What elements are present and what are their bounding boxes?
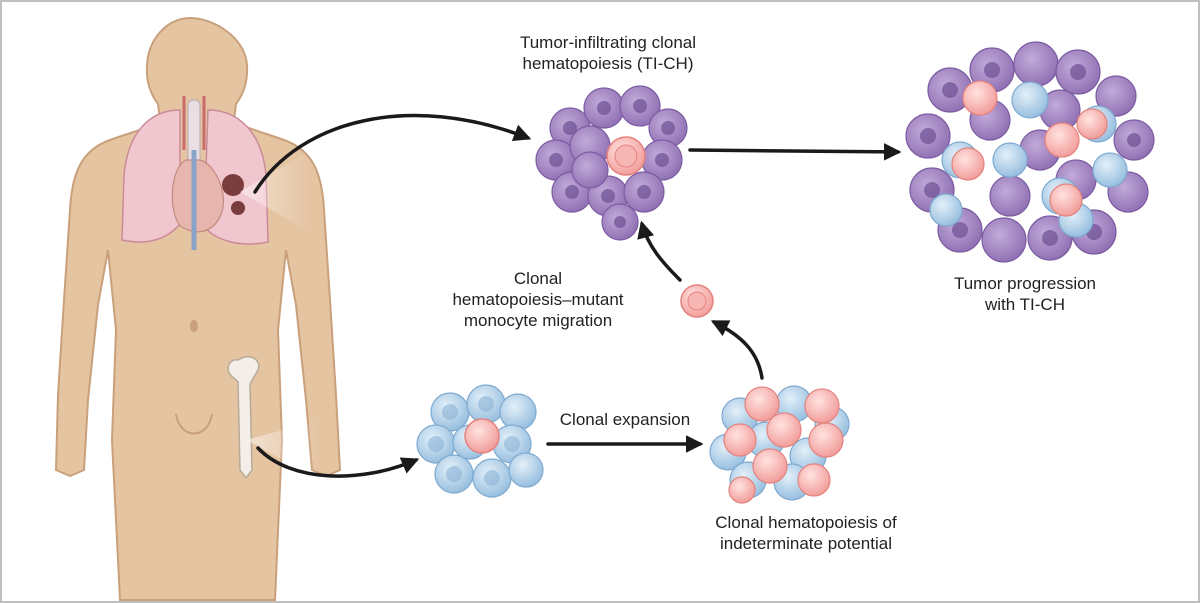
progression-cluster (905, 41, 1155, 263)
label-migration-line1: Clonal (513, 269, 563, 288)
arrows (253, 113, 902, 478)
arrow-to-progression (688, 143, 902, 161)
ti-ch-cluster (535, 85, 688, 241)
marrow-glow (246, 420, 320, 480)
right-lung (121, 109, 181, 243)
label-migration-line2: hematopoiesis–mutant (452, 290, 624, 309)
label-migration-line3: monocyte migration (463, 311, 613, 330)
label-ti-ch: Tumor-infiltrating clonal hematopoiesis … (478, 32, 738, 74)
lung-tumor-small (231, 201, 245, 215)
label-ti-ch-line1: Tumor-infiltrating clonal (519, 33, 697, 52)
mutant-cell-initial (464, 418, 500, 454)
label-chip-line2: indeterminate potential (719, 534, 892, 553)
label-clonal-expansion: Clonal expansion (559, 410, 691, 429)
lung-glow (240, 150, 310, 232)
label-chip-line1: Clonal hematopoiesis of (715, 513, 897, 532)
label-progression-line1: Tumor progression (953, 274, 1097, 293)
label-chip: Clonal hematopoiesis of indeterminate po… (656, 512, 956, 554)
marrow-cluster (416, 384, 544, 498)
lung-tumor (222, 174, 244, 196)
label-tumor-progression: Tumor progression with TI-CH (905, 273, 1145, 315)
arrow-to-monocyte (710, 320, 764, 380)
arrow-marrow-to-cluster (256, 446, 420, 478)
label-ti-ch-line2: hematopoiesis (TI-CH) (522, 54, 694, 73)
heart (171, 159, 224, 233)
label-monocyte-migration: Clonal hematopoiesis–mutant monocyte mig… (438, 268, 638, 331)
human-body (54, 16, 342, 601)
femur-bone (227, 356, 260, 480)
label-progression-line2: with TI-CH (985, 295, 1065, 314)
neck-vessels (182, 96, 206, 150)
chip-cluster (709, 385, 850, 504)
navel (190, 320, 198, 332)
migrating-monocyte (680, 284, 714, 318)
arrow-monocyte-to-tumor (637, 220, 682, 282)
arrow-lung-to-ti-ch (253, 113, 532, 194)
groin-outline (175, 413, 213, 435)
